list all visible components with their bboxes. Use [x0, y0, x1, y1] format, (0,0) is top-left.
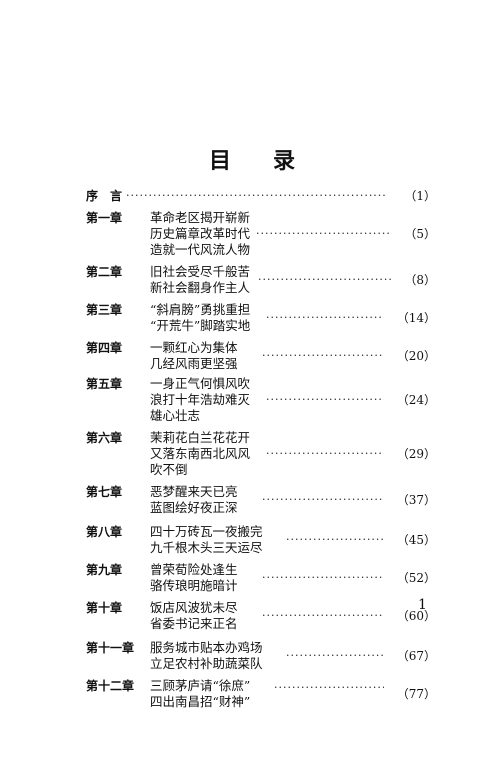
dot-leader: ·······························	[262, 610, 384, 622]
title-line: 又落东南西北风风	[150, 446, 251, 461]
toc-entry-chapter-1[interactable]: 第一章 革命老区揭开崭新 历史篇章改革时代 造就一代风流人物 ·········…	[86, 210, 436, 258]
title-line: 旧社会受尽千般苦	[150, 264, 251, 279]
entry-label: 第六章	[86, 431, 123, 445]
title-line: 革命老区揭开崭新	[150, 210, 251, 225]
toc-entry-chapter-11[interactable]: 第十一章 服务城市贴本办鸡场 立足农村补助蔬菜队 ···············…	[86, 640, 436, 672]
entry-label: 第十二章	[86, 679, 135, 693]
entry-title: 曾荣荀险处逢生 骆传琅明施暗计	[150, 562, 238, 594]
dot-leader: ······························	[266, 312, 384, 324]
entry-label: 第三章	[86, 303, 123, 317]
title-line: 四出南昌招“财神”	[150, 694, 251, 709]
entry-page: （1）	[404, 189, 436, 203]
entry-page: （8）	[404, 273, 436, 287]
title-line: “斜肩膀”勇挑重担	[150, 302, 251, 317]
entry-title: “斜肩膀”勇挑重担 “开荒牛”脚踏实地	[150, 302, 250, 334]
entry-label: 第五章	[86, 377, 123, 391]
entry-label: 第十一章	[86, 641, 135, 655]
entry-title: 饭店风波犹未尽 省委书记来正名	[150, 600, 238, 632]
dot-leader: ·······························	[262, 350, 384, 362]
toc-entry-chapter-8[interactable]: 第八章 四十万砖瓦一夜搬完 九千根木头三天运尽 ················…	[86, 524, 436, 556]
entry-label: 第四章	[86, 341, 123, 355]
entry-label: 第七章	[86, 485, 123, 499]
entry-page: （60）	[396, 609, 436, 623]
title-line: 雄心壮志	[150, 408, 201, 423]
entry-page: （29）	[396, 447, 436, 461]
title-line: “开荒牛”脚踏实地	[150, 318, 251, 333]
entry-label: 序 言	[86, 189, 123, 203]
entry-page: （37）	[396, 493, 436, 507]
entry-label: 第一章	[86, 211, 123, 225]
entry-page: （24）	[396, 393, 436, 407]
title-line: 历史篇章改革时代	[150, 226, 251, 241]
title-line: 骆传琅明施暗计	[150, 578, 238, 593]
entry-title: 革命老区揭开崭新 历史篇章改革时代 造就一代风流人物	[150, 210, 250, 258]
dot-leader: ·························	[286, 534, 384, 546]
title-line: 服务城市贴本办鸡场	[150, 640, 263, 655]
toc-entry-chapter-3[interactable]: 第三章 “斜肩膀”勇挑重担 “开荒牛”脚踏实地 ················…	[86, 302, 436, 334]
entry-label: 第九章	[86, 563, 123, 577]
entry-title: 三顾茅庐请“徐庶” 四出南昌招“财神”	[150, 678, 250, 710]
toc-entry-chapter-4[interactable]: 第四章 一颗红心为集体 几经风雨更坚强 ····················…	[86, 340, 436, 372]
entry-title: 服务城市贴本办鸡场 立足农村补助蔬菜队	[150, 640, 263, 672]
dot-leader: ····························	[274, 682, 384, 694]
toc-entry-chapter-6[interactable]: 第六章 茉莉花白兰花花开 又落东南西北风风 吹不倒 ··············…	[86, 430, 436, 478]
entry-page: （52）	[396, 571, 436, 585]
title-line: 一身正气何惧风吹	[150, 376, 251, 391]
entry-page: （67）	[396, 649, 436, 663]
entry-page: （14）	[396, 311, 436, 325]
title-line: 茉莉花白兰花花开	[150, 430, 251, 445]
entry-label: 第八章	[86, 525, 123, 539]
title-line: 几经风雨更坚强	[150, 356, 238, 371]
toc-entry-chapter-9[interactable]: 第九章 曾荣荀险处逢生 骆传琅明施暗计 ····················…	[86, 562, 436, 594]
title-line: 九千根木头三天运尽	[150, 540, 263, 555]
heading-char-1: 目	[208, 149, 231, 174]
toc-entry-preface[interactable]: 序 言 ····································…	[86, 188, 436, 204]
title-line: 蓝图绘好夜正深	[150, 500, 238, 515]
entry-title: 一身正气何惧风吹 浪打十年浩劫难灭 雄心壮志	[150, 376, 250, 424]
toc-heading: 目录	[0, 143, 504, 175]
entry-title: 旧社会受尽千般苦 新社会翻身作主人	[150, 264, 250, 296]
dot-leader: ··································	[256, 228, 392, 240]
entry-title: 恶梦醒来天已亮 蓝图绘好夜正深	[150, 484, 238, 516]
title-line: 省委书记来正名	[150, 616, 238, 631]
toc-entry-chapter-7[interactable]: 第七章 恶梦醒来天已亮 蓝图绘好夜正深 ····················…	[86, 484, 436, 516]
heading-char-2: 录	[273, 149, 296, 174]
title-line: 新社会翻身作主人	[150, 280, 251, 295]
entry-label: 第十章	[86, 601, 123, 615]
page-number: 1	[418, 597, 427, 613]
entry-title: 茉莉花白兰花花开 又落东南西北风风 吹不倒	[150, 430, 250, 478]
entry-page: （5）	[404, 227, 436, 241]
entry-title: 一颗红心为集体 几经风雨更坚强	[150, 340, 238, 372]
title-line: 饭店风波犹未尽	[150, 600, 238, 615]
dot-leader: ······························	[266, 448, 384, 460]
title-line: 四十万砖瓦一夜搬完	[150, 524, 263, 539]
title-line: 曾荣荀险处逢生	[150, 562, 238, 577]
title-line: 一颗红心为集体	[150, 340, 238, 355]
dot-leader: ·······························	[262, 572, 384, 584]
dot-leader: ·······························	[262, 494, 384, 506]
toc-entry-chapter-2[interactable]: 第二章 旧社会受尽千般苦 新社会翻身作主人 ··················…	[86, 264, 436, 296]
entry-page: （45）	[396, 533, 436, 547]
title-line: 浪打十年浩劫难灭	[150, 392, 251, 407]
title-line: 吹不倒	[150, 462, 188, 477]
toc-entry-chapter-10[interactable]: 第十章 饭店风波犹未尽 省委书记来正名 ····················…	[86, 600, 436, 632]
title-line: 立足农村补助蔬菜队	[150, 656, 263, 671]
toc-entry-chapter-12[interactable]: 第十二章 三顾茅庐请“徐庶” 四出南昌招“财神” ···············…	[86, 678, 436, 710]
toc-entry-chapter-5[interactable]: 第五章 一身正气何惧风吹 浪打十年浩劫难灭 雄心壮志 ·············…	[86, 376, 436, 424]
title-line: 恶梦醒来天已亮	[150, 484, 238, 499]
dot-leader: ········································…	[126, 190, 386, 202]
dot-leader: ··································	[258, 274, 392, 286]
dot-leader: ······························	[266, 394, 384, 406]
title-line: 三顾茅庐请“徐庶”	[150, 678, 251, 693]
dot-leader: ·························	[286, 650, 384, 662]
entry-label: 第二章	[86, 265, 123, 279]
entry-page: （20）	[396, 349, 436, 363]
entry-page: （77）	[396, 687, 436, 701]
entry-title: 四十万砖瓦一夜搬完 九千根木头三天运尽	[150, 524, 263, 556]
title-line: 造就一代风流人物	[150, 242, 251, 257]
